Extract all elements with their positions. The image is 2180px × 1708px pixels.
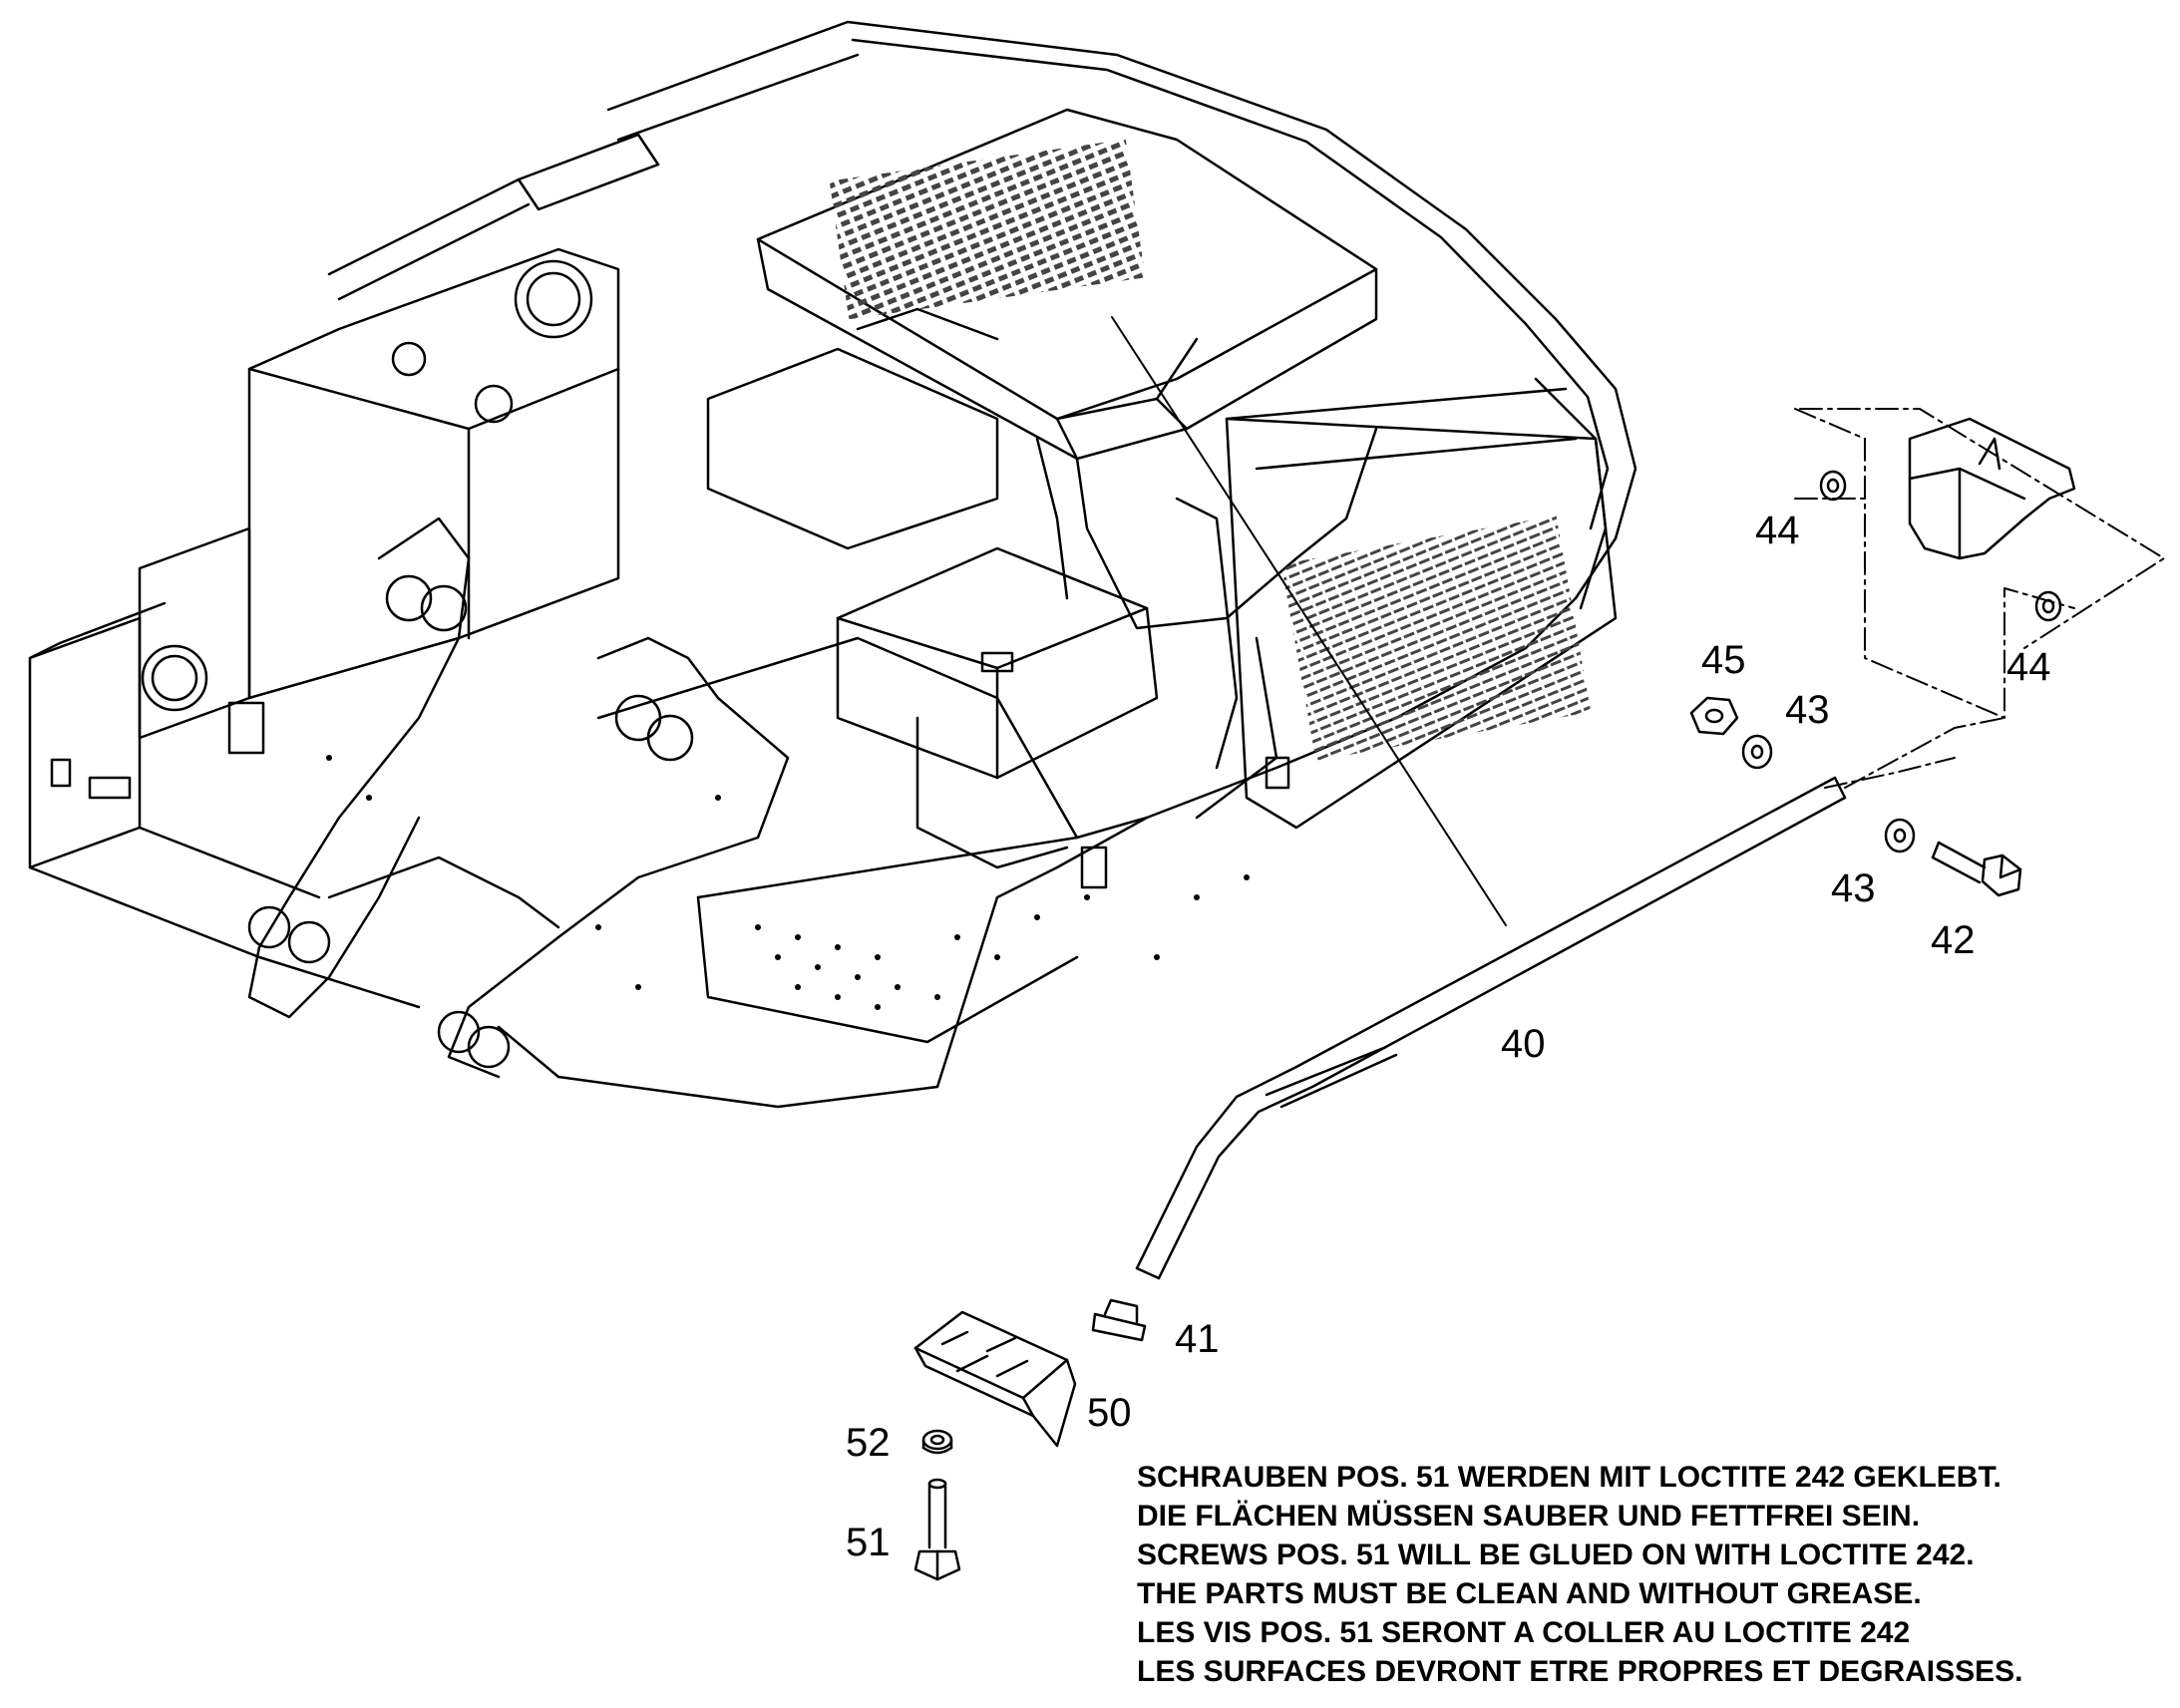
note-line-fr-2: LES SURFACES DEVRONT ETRE PROPRES ET DEG… [1137,1655,2023,1688]
note-line-de-1: SCHRAUBEN POS. 51 WERDEN MIT LOCTITE 242… [1137,1461,2001,1494]
note-line-en-2: THE PARTS MUST BE CLEAN AND WITHOUT GREA… [1137,1577,1922,1610]
note-line-de-2: DIE FLÄCHEN MÜSSEN SAUBER UND FETTFREI S… [1137,1500,1921,1533]
part-50-bracket-plate [913,1310,1077,1448]
assembly-lines [1794,408,2165,789]
part-40-support-rod [1135,776,1847,1280]
note-line-fr-1: LES VIS POS. 51 SERONT A COLLER AU LOCTI… [1137,1616,1911,1649]
callout-44-lower: 44 [2006,645,2051,689]
callout-50: 50 [1087,1391,1132,1435]
part-44-mount-lower [2034,590,2062,622]
part-43-washer-upper [1741,734,1773,770]
part-42-bolt [1931,841,2022,897]
note-line-en-1: SCREWS POS. 51 WILL BE GLUED ON WITH LOC… [1137,1538,1975,1571]
part-45-nut [1689,696,1739,736]
part-41-cap [1091,1298,1147,1342]
callout-42: 42 [1931,918,1976,962]
part-44-mount-upper [1819,470,1847,502]
callout-51: 51 [846,1521,891,1564]
part-51-screw [913,1478,961,1581]
callout-labels: 40 41 42 43 43 44 44 45 50 51 52 [846,509,2051,1564]
callout-44-upper: 44 [1755,509,1800,552]
callout-43-lower: 43 [1831,866,1876,910]
part-43-washer-lower [1884,818,1916,854]
upper-bracket [1908,417,2076,560]
assembly-note: SCHRAUBEN POS. 51 WERDEN MIT LOCTITE 242… [1137,1458,2154,1691]
callout-52: 52 [846,1421,891,1465]
callout-45: 45 [1701,638,1746,682]
callout-40: 40 [1501,1022,1546,1066]
callout-43-upper: 43 [1785,688,1830,732]
part-52-washer [921,1429,953,1455]
leader-line-40 [1111,316,1507,926]
machine-frame [28,20,1637,1109]
callout-41: 41 [1175,1317,1220,1361]
